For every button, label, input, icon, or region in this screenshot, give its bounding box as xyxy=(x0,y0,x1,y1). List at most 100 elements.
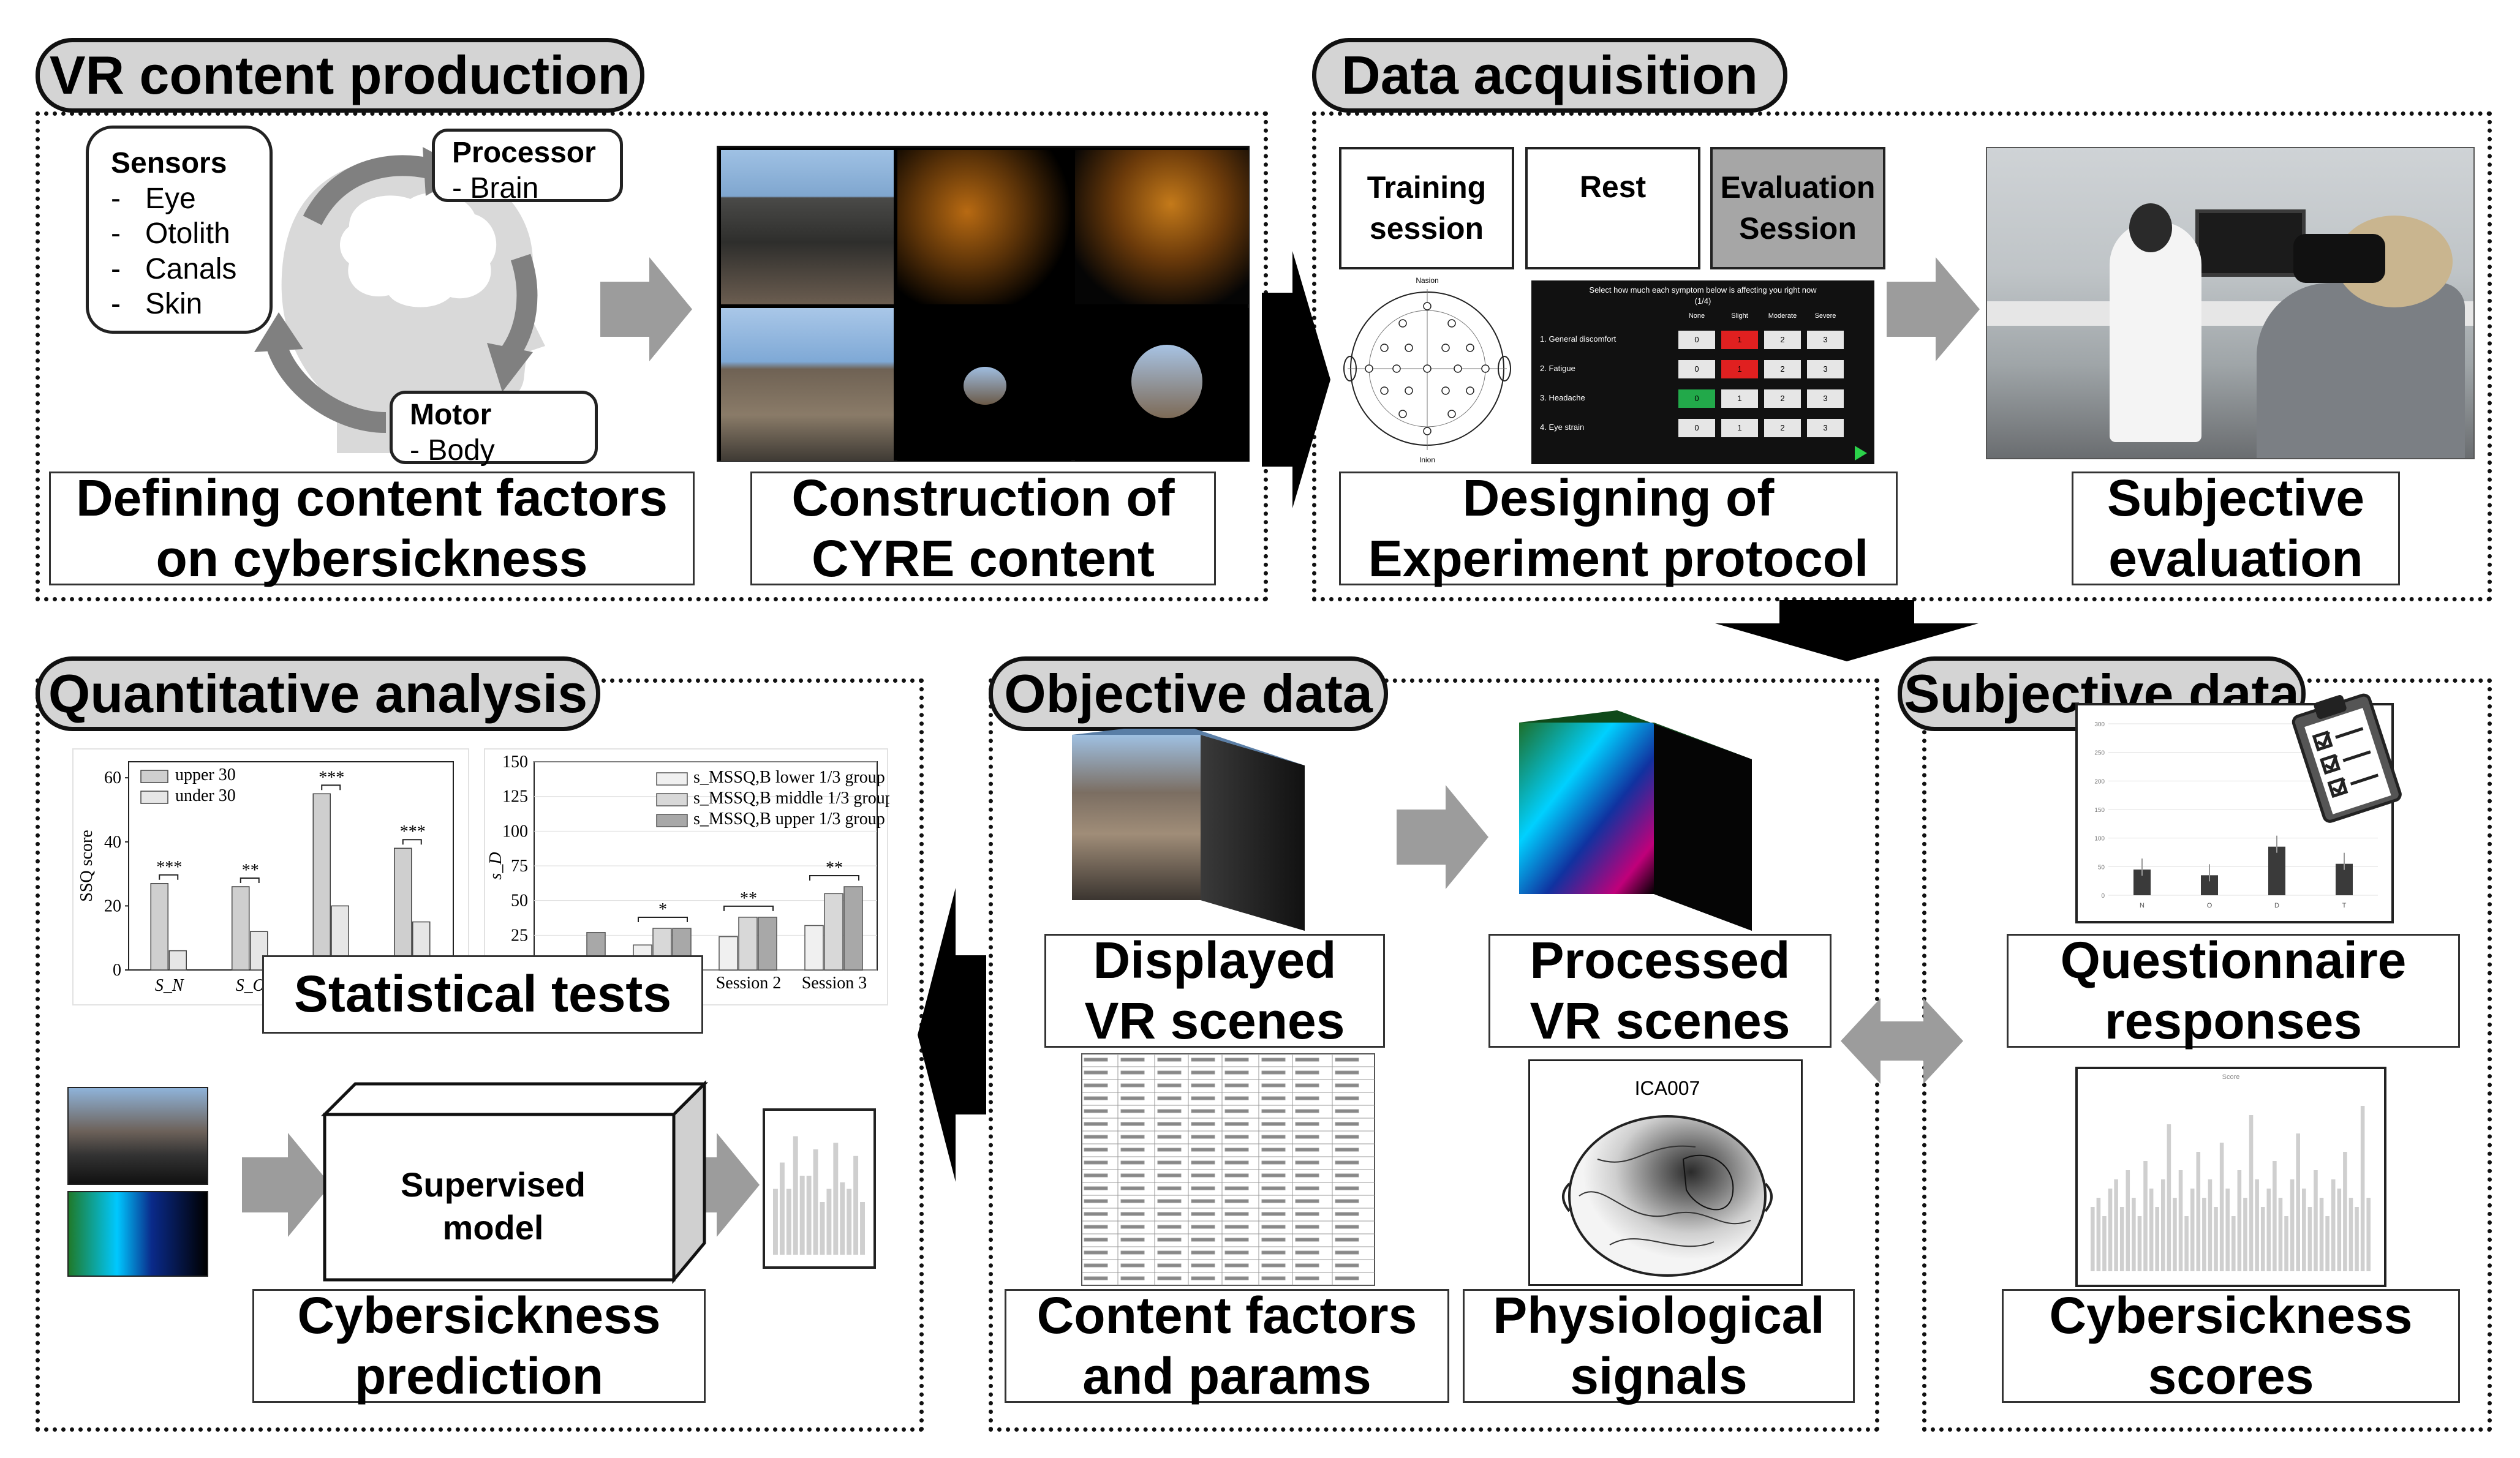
table-cell-text-mark xyxy=(1224,1135,1249,1139)
table-cell-text-mark xyxy=(1084,1250,1108,1255)
content-factor-table xyxy=(1081,1053,1375,1286)
processor-title: Processor xyxy=(452,137,596,169)
legend-label: s_MSSQ,B lower 1/3 group xyxy=(693,768,885,787)
bar xyxy=(2167,1124,2171,1271)
table-cell-text-mark xyxy=(1224,1238,1249,1242)
bar xyxy=(2155,1207,2159,1271)
gray-arrow-3 xyxy=(1397,785,1488,889)
caption-line: prediction xyxy=(354,1347,603,1405)
table-cell-text-mark xyxy=(1335,1225,1359,1229)
bar xyxy=(2255,1179,2259,1271)
significance-label: *** xyxy=(156,858,182,877)
scene-nebula-1 xyxy=(897,150,1071,304)
caption-line: Defining content factors xyxy=(75,468,668,527)
table-cell-text-mark xyxy=(1084,1173,1108,1178)
table-cell-text-mark xyxy=(1157,1186,1182,1190)
table-cell-text-mark xyxy=(1335,1263,1359,1268)
bar xyxy=(2273,1161,2277,1271)
bar xyxy=(2225,1189,2230,1271)
significance-label: * xyxy=(658,900,667,919)
questionnaire-option-button[interactable]: 1 xyxy=(1721,360,1758,378)
table-cell-text-mark xyxy=(1191,1096,1215,1100)
gray-arrow-4 xyxy=(242,1133,331,1237)
questionnaire-option-button[interactable]: 0 xyxy=(1678,360,1715,378)
questionnaire-option-button[interactable]: 3 xyxy=(1807,419,1844,437)
y-tick-label: 200 xyxy=(2094,778,2105,785)
table-cell-text-mark xyxy=(1261,1148,1286,1152)
bar xyxy=(2307,1207,2312,1271)
caption-line: VR scenes xyxy=(1530,992,1790,1050)
monitor xyxy=(2195,209,2306,277)
bar xyxy=(2096,1198,2101,1271)
table-cell-text-mark xyxy=(1157,1238,1182,1242)
bar xyxy=(2184,1216,2189,1271)
session-label: session xyxy=(1369,211,1484,246)
bar xyxy=(2219,1143,2224,1271)
table-cell-text-mark xyxy=(1224,1173,1249,1178)
caption-line: scores xyxy=(2148,1347,2314,1405)
bar xyxy=(2114,1179,2118,1271)
questionnaire-option-button[interactable]: 0 xyxy=(1678,419,1715,437)
scene-city xyxy=(721,150,894,304)
table-cell-text-mark xyxy=(1120,1160,1145,1165)
table-cell-text-mark xyxy=(1335,1070,1359,1075)
model-label-line: Supervised xyxy=(401,1165,586,1204)
caption-designing-protocol: Designing of Experiment protocol xyxy=(1339,469,1898,587)
y-tick-label: 75 xyxy=(511,857,528,876)
table-cell-text-mark xyxy=(1335,1173,1359,1178)
table-cell-text-mark xyxy=(1191,1263,1215,1268)
questionnaire-option-button[interactable]: 3 xyxy=(1807,331,1844,349)
questionnaire-option-button[interactable]: 2 xyxy=(1764,389,1801,408)
questionnaire-option-button[interactable]: 2 xyxy=(1764,419,1801,437)
questionnaire-option-button[interactable]: 2 xyxy=(1764,360,1801,378)
caption-cybersickness-scores: Cybersickness scores xyxy=(2002,1287,2460,1405)
table-cell-text-mark xyxy=(1084,1238,1108,1242)
bar xyxy=(2137,1216,2142,1271)
questionnaire-option-button[interactable]: 0 xyxy=(1678,331,1715,349)
next-arrow-icon[interactable] xyxy=(1855,446,1867,460)
significance-bracket xyxy=(159,874,179,880)
questionnaire-option-button[interactable]: 2 xyxy=(1764,331,1801,349)
questionnaire-option-button[interactable]: 0 xyxy=(1678,389,1715,408)
table-cell-text-mark xyxy=(1084,1160,1108,1165)
sensors-title: Sensors xyxy=(111,147,227,179)
bar xyxy=(2314,1170,2318,1271)
significance-label: ** xyxy=(826,859,843,877)
bar xyxy=(2202,1198,2206,1271)
bar xyxy=(719,936,738,971)
table-cell-text-mark xyxy=(1157,1276,1182,1280)
input-cube-scene xyxy=(67,1087,208,1185)
x-tick-label: T xyxy=(2342,902,2347,909)
clipboard-checklist-icon xyxy=(2292,693,2402,823)
questionnaire-option-button[interactable]: 3 xyxy=(1807,360,1844,378)
y-tick-label: 25 xyxy=(511,926,528,945)
caption-statistical-tests: Statistical tests xyxy=(262,955,703,1034)
questionnaire-option-button[interactable]: 3 xyxy=(1807,389,1844,408)
motor-box: Motor - Body xyxy=(390,391,598,467)
significance-bracket xyxy=(240,877,260,883)
vr-headset-icon xyxy=(2293,234,2385,283)
table-cell-text-mark xyxy=(1261,1160,1286,1165)
table-cell-text-mark xyxy=(1295,1148,1319,1152)
table-cell-text-mark xyxy=(1261,1186,1286,1190)
questionnaire-option-button[interactable]: 1 xyxy=(1721,331,1758,349)
scene-nebula-2 xyxy=(1075,150,1249,304)
table-cell-text-mark xyxy=(1224,1083,1249,1088)
table-cell-text-mark xyxy=(1224,1070,1249,1075)
significance-label: *** xyxy=(319,768,344,787)
gray-arrow-2 xyxy=(1887,257,1980,361)
table-cell-text-mark xyxy=(1191,1250,1215,1255)
black-arrow-left xyxy=(918,888,986,1182)
caption-line: Cybersickness xyxy=(297,1286,661,1344)
questionnaire-option-button[interactable]: 1 xyxy=(1721,419,1758,437)
table-cell-text-mark xyxy=(1224,1225,1249,1229)
table-cell-text-mark xyxy=(1261,1083,1286,1088)
legend-swatch xyxy=(656,793,688,806)
caption-line: evaluation xyxy=(2108,530,2363,587)
table-cell-text-mark xyxy=(1261,1238,1286,1242)
table-cell-text-mark xyxy=(1084,1148,1108,1152)
questionnaire-option-button[interactable]: 1 xyxy=(1721,389,1758,408)
questionnaire-page: (1/4) xyxy=(1694,296,1711,306)
legend-label: upper 30 xyxy=(175,765,236,784)
